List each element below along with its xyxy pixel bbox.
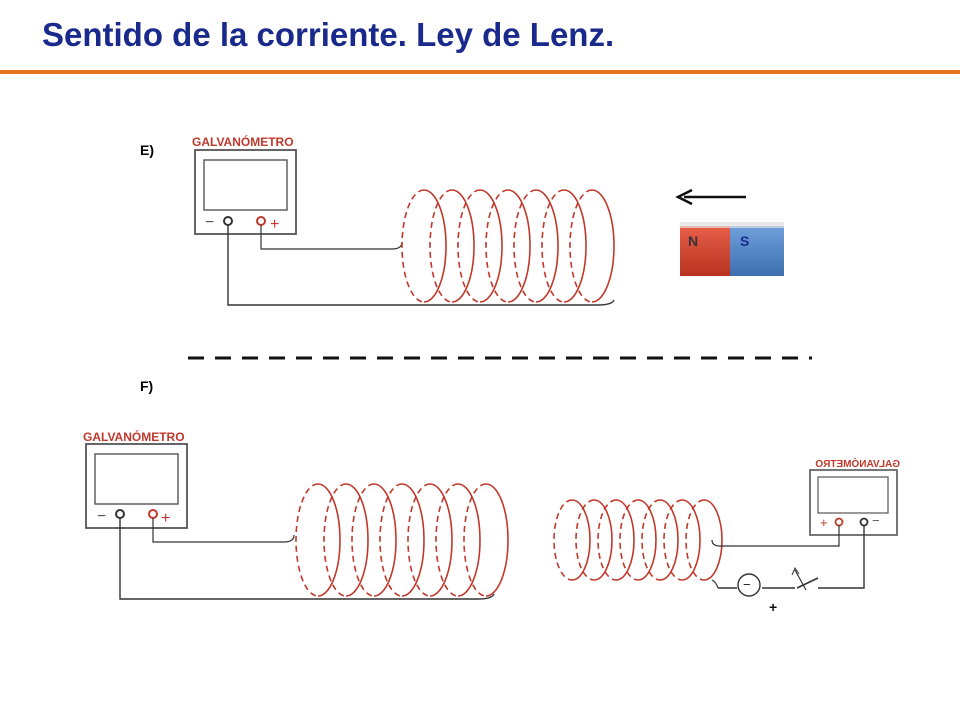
coil-turn-back <box>685 499 705 581</box>
galvanometer-f-right-terminal-positive <box>834 517 844 527</box>
coil-turn-back <box>429 189 453 303</box>
galvanometer-e: GALVANÓMETRO − + <box>192 134 297 235</box>
scenario-f: GALVANÓMETRO − + GALVANÓMETRO + − <box>83 429 900 615</box>
coil-turn-front <box>593 499 613 581</box>
coil-turn-front <box>429 483 453 597</box>
magnet-north-label: N <box>688 233 698 249</box>
galvanometer-e-minus: − <box>205 214 214 231</box>
coil-f-left <box>295 483 509 597</box>
switch-blade <box>796 577 819 589</box>
battery-plus: + <box>769 599 777 615</box>
coil-turn-front <box>703 499 723 581</box>
wire-f-left-lead <box>152 518 295 543</box>
galvanometer-f-right-minus: − <box>872 513 880 528</box>
battery-cell <box>737 573 761 597</box>
coil-turn-front <box>507 189 531 303</box>
coil-turn-back <box>457 189 481 303</box>
coil-turn-back <box>463 483 487 597</box>
coil-turn-back <box>513 189 537 303</box>
magnet-north-pole <box>680 226 730 276</box>
coil-turn-back <box>351 483 375 597</box>
wire-f-left-return <box>119 518 495 600</box>
coil-turn-back <box>407 483 431 597</box>
galvanometer-e-terminal-negative <box>223 216 233 226</box>
coil-turn-back <box>295 483 319 597</box>
coil-turn-back <box>401 189 425 303</box>
motion-arrow <box>675 188 746 206</box>
coil-turn-back <box>485 189 509 303</box>
galvanometer-f-right: GALVANÓMETRO + − <box>809 457 900 536</box>
coil-turn-front <box>563 189 587 303</box>
slide-title: Sentido de la corriente. Ley de Lenz. <box>42 16 615 53</box>
galvanometer-f-left: GALVANÓMETRO − + <box>83 429 188 529</box>
magnet-south-label: S <box>740 233 749 249</box>
galvanometer-e-terminal-positive <box>256 216 266 226</box>
galvanometer-f-left-minus: − <box>97 508 106 525</box>
switch <box>791 566 819 591</box>
galvanometer-f-left-terminal-positive <box>148 509 158 519</box>
coil-turn-front <box>457 483 481 597</box>
coil-e <box>401 189 615 303</box>
coil-turn-back <box>323 483 347 597</box>
galvanometer-f-left-screen <box>94 453 179 505</box>
coil-turn-back <box>619 499 639 581</box>
coil-turn-front <box>535 189 559 303</box>
galvanometer-f-right-label: GALVANÓMETRO <box>815 457 900 470</box>
section-label-e: E) <box>140 142 154 158</box>
galvanometer-f-left-terminal-negative <box>115 509 125 519</box>
coil-turn-back <box>663 499 683 581</box>
galvanometer-f-left-label: GALVANÓMETRO <box>83 429 185 444</box>
coil-turn-front <box>345 483 369 597</box>
coil-turn-back <box>379 483 403 597</box>
coil-turn-back <box>641 499 661 581</box>
bar-magnet: N S <box>680 222 784 276</box>
coil-turn-front <box>479 189 503 303</box>
coil-turn-front <box>423 189 447 303</box>
coil-turn-front <box>681 499 701 581</box>
magnet-south-pole <box>730 226 784 276</box>
battery: − + <box>737 573 777 615</box>
coil-turn-back <box>569 189 593 303</box>
coil-turn-back <box>553 499 573 581</box>
coil-turn-back <box>541 189 565 303</box>
title-underline <box>0 70 960 74</box>
coil-turn-front <box>637 499 657 581</box>
galvanometer-f-right-terminal-negative <box>859 517 869 527</box>
coil-turn-front <box>591 189 615 303</box>
coil-turn-back <box>597 499 617 581</box>
battery-minus: − <box>743 577 751 592</box>
coil-turn-front <box>401 483 425 597</box>
section-label-f: F) <box>140 378 154 394</box>
coil-turn-back <box>575 499 595 581</box>
wire-e-return <box>227 225 615 306</box>
scenario-e: GALVANÓMETRO − + N S <box>192 134 784 306</box>
wire-f-right-switch <box>818 525 865 589</box>
galvanometer-f-right-plus: + <box>820 515 828 530</box>
galvanometer-e-plus: + <box>270 216 279 233</box>
coil-f-right <box>553 499 723 581</box>
galvanometer-f-left-plus: + <box>161 510 170 527</box>
coil-turn-front <box>571 499 591 581</box>
coil-turn-front <box>659 499 679 581</box>
wire-f-right-lead <box>711 525 840 547</box>
coil-turn-front <box>615 499 635 581</box>
galvanometer-e-screen <box>203 159 288 211</box>
galvanometer-e-label: GALVANÓMETRO <box>192 134 294 149</box>
coil-turn-front <box>451 189 475 303</box>
coil-turn-back <box>435 483 459 597</box>
galvanometer-f-right-screen <box>817 476 889 514</box>
coil-turn-front <box>317 483 341 597</box>
coil-turn-front <box>485 483 509 597</box>
coil-turn-front <box>373 483 397 597</box>
